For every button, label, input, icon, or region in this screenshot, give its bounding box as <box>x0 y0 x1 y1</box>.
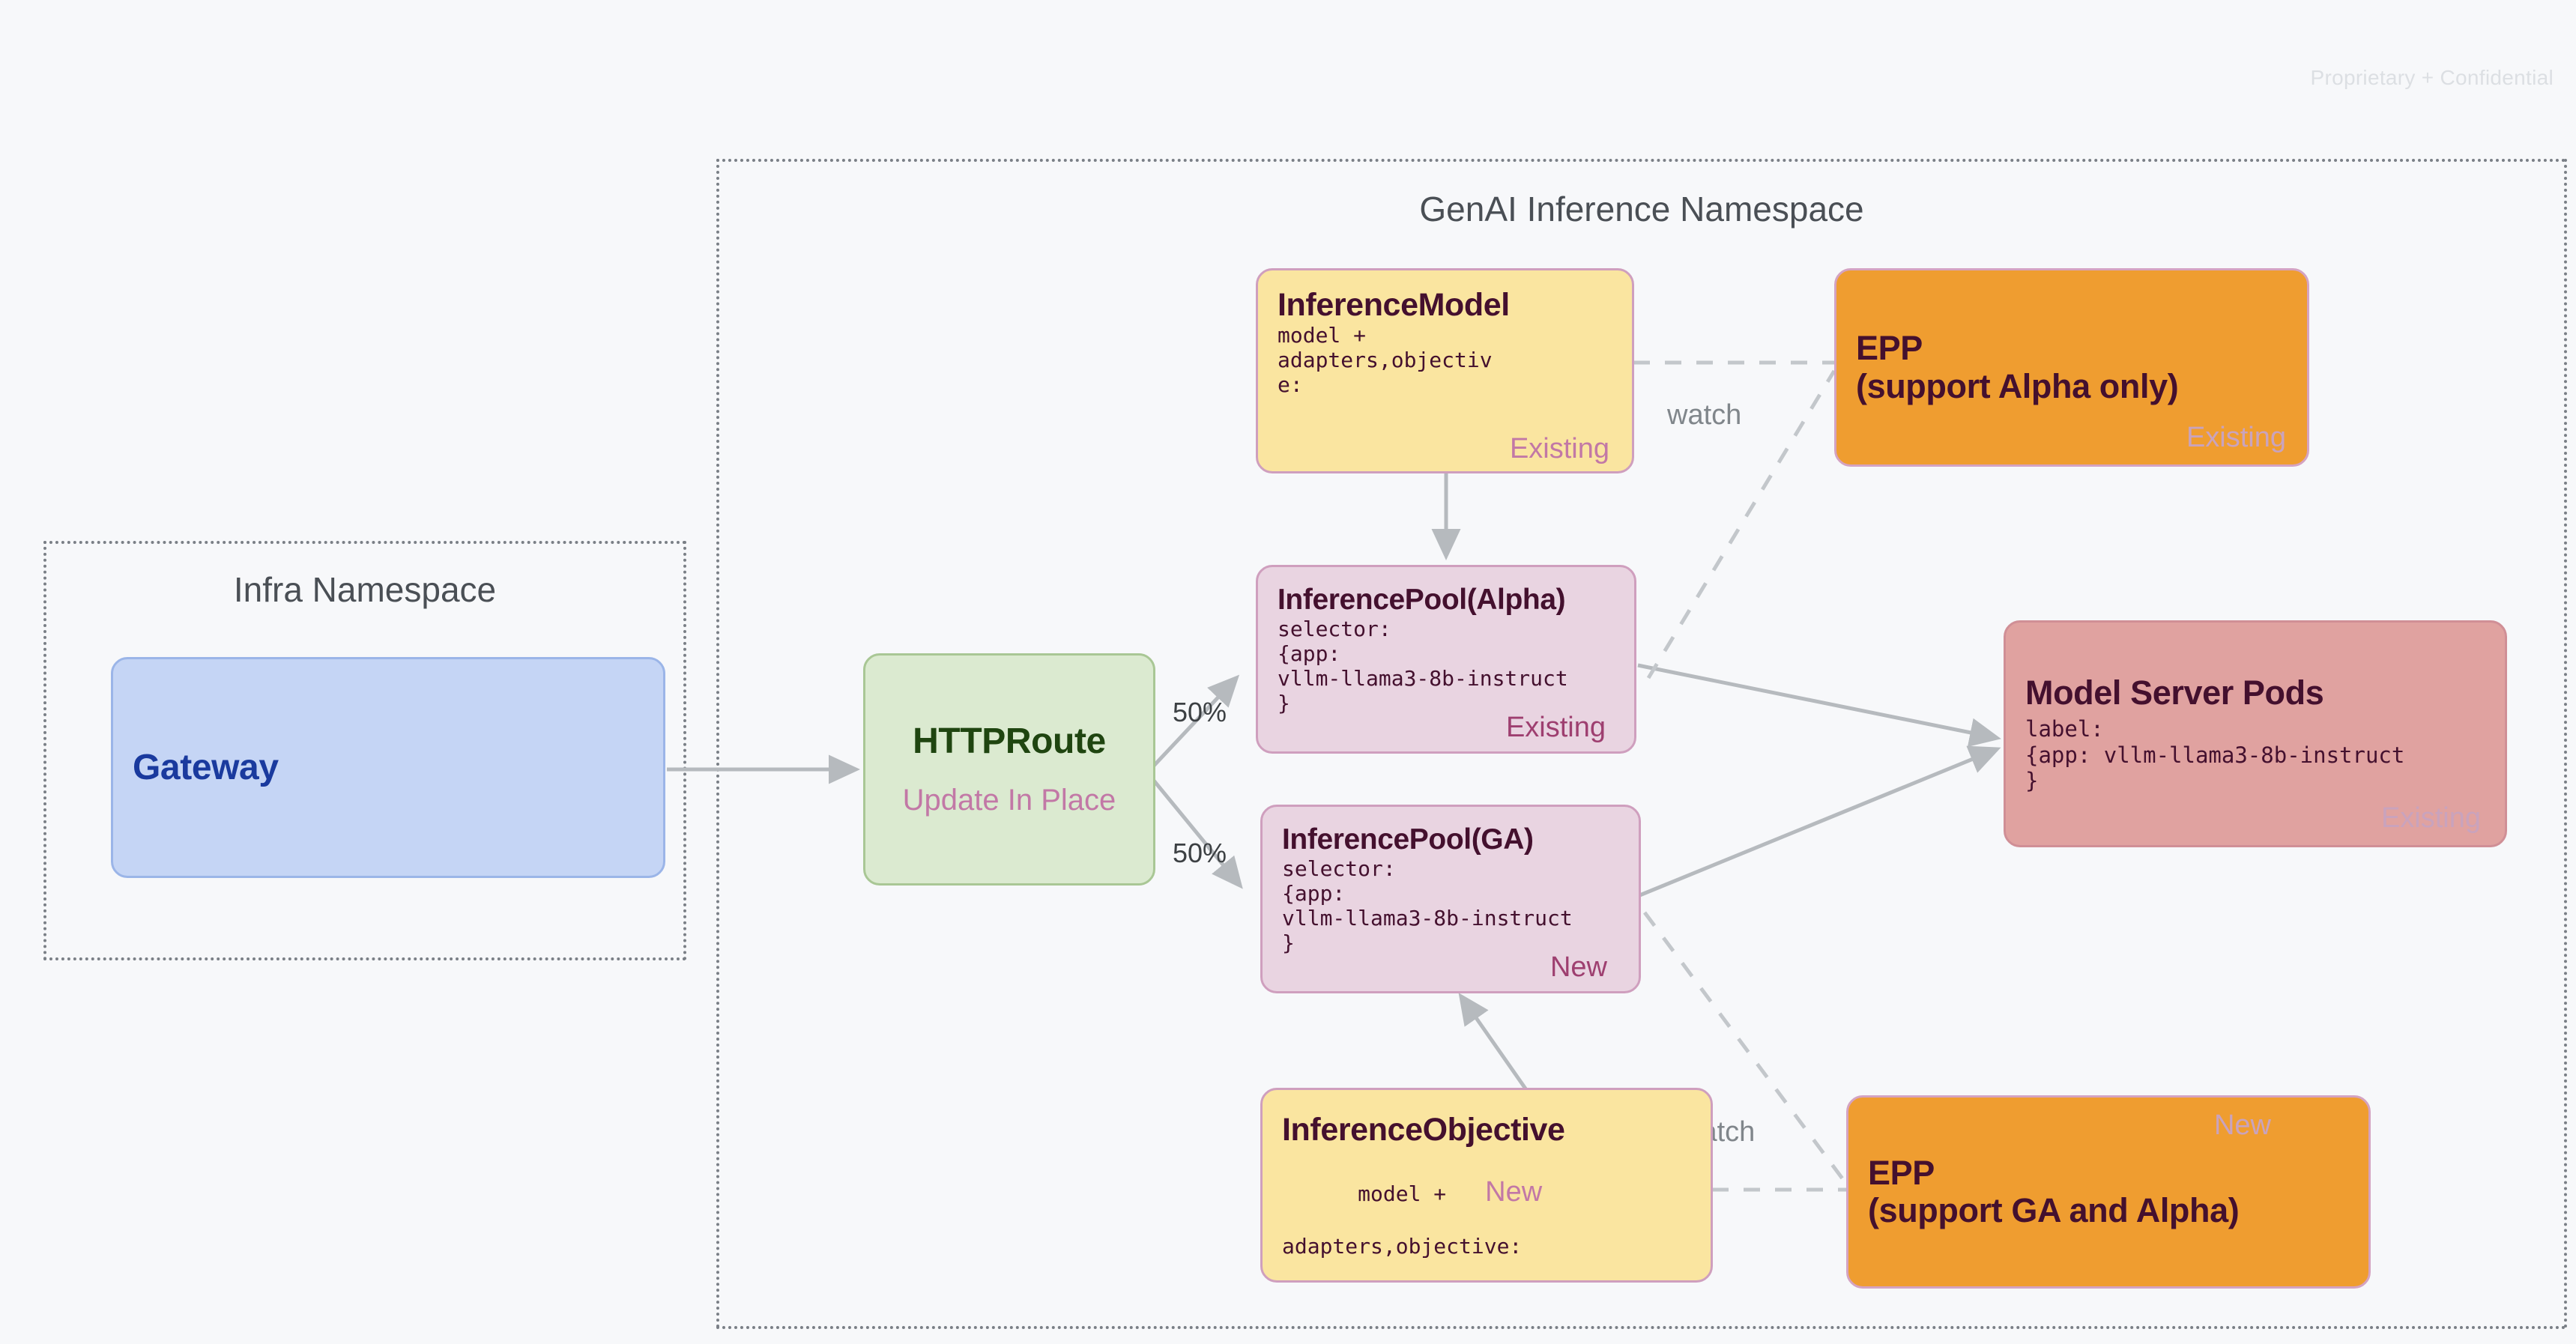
node-epp-alpha[interactable]: EPP (support Alpha only) Existing <box>1834 268 2309 467</box>
inference-pool-alpha-badge: Existing <box>1505 712 1606 743</box>
epp-alpha-badge: Existing <box>2186 422 2286 453</box>
epp-alpha-title-line2: (support Alpha only) <box>1856 366 2179 405</box>
infra-namespace-container <box>43 541 686 960</box>
inference-objective-badge: New <box>1485 1176 1543 1208</box>
node-gateway[interactable]: Gateway <box>111 657 665 878</box>
watch-label-top: watch <box>1667 399 1742 431</box>
httproute-title: HTTPRoute <box>913 721 1106 761</box>
epp-alpha-title-line1: EPP <box>1856 329 1923 368</box>
epp-ga-title-line2: (support GA and Alpha) <box>1868 1191 2240 1229</box>
inference-model-body: model + adapters,objectiv e: <box>1278 323 1493 398</box>
genai-namespace-title: GenAI Inference Namespace <box>1419 190 1864 228</box>
inference-pool-ga-body: selector: {app: vllm-llama3-8b-instruct … <box>1282 856 1573 955</box>
split-label-bottom: 50% <box>1173 838 1227 868</box>
split-label-top: 50% <box>1173 697 1227 727</box>
model-server-pods-body: label: {app: vllm-llama3-8b-instruct } <box>2025 716 2405 793</box>
infra-namespace-title: Infra Namespace <box>233 570 497 609</box>
inference-pool-alpha-title: InferencePool(Alpha) <box>1278 584 1566 616</box>
inference-objective-body-text1: model + <box>1358 1181 1447 1207</box>
genai-namespace-container <box>716 159 2567 1329</box>
inference-objective-title: InferenceObjective <box>1282 1111 1565 1148</box>
epp-ga-badge: New <box>2213 1110 2271 1141</box>
node-httproute[interactable]: HTTPRoute Update In Place <box>863 653 1155 886</box>
confidential-notice: Proprietary + Confidential <box>2310 66 2554 89</box>
node-epp-ga[interactable]: EPP (support GA and Alpha) New <box>1846 1095 2371 1289</box>
inference-pool-ga-title: InferencePool(GA) <box>1282 823 1534 856</box>
node-inference-pool-alpha[interactable]: InferencePool(Alpha) selector: {app: vll… <box>1256 565 1636 754</box>
gateway-title: Gateway <box>133 747 279 787</box>
model-server-pods-title: Model Server Pods <box>2025 673 2324 712</box>
inference-pool-ga-badge: New <box>1549 951 1607 983</box>
node-model-server-pods[interactable]: Model Server Pods label: {app: vllm-llam… <box>2004 620 2507 847</box>
inference-model-title: InferenceModel <box>1278 287 1510 323</box>
node-inference-model[interactable]: InferenceModel model + adapters,objectiv… <box>1256 268 1634 473</box>
inference-objective-body-line2: adapters,objective: <box>1282 1234 1523 1259</box>
node-inference-pool-ga[interactable]: InferencePool(GA) selector: {app: vllm-l… <box>1260 805 1641 993</box>
httproute-subtitle: Update In Place <box>902 784 1116 817</box>
node-inference-objective[interactable]: InferenceObjective model + New adapters,o… <box>1260 1088 1713 1283</box>
inference-objective-body-line1: model + New <box>1282 1151 1691 1234</box>
inference-pool-alpha-body: selector: {app: vllm-llama3-8b-instruct … <box>1278 616 1568 715</box>
inference-model-badge: Existing <box>1509 433 1609 464</box>
model-server-pods-badge: Existing <box>2380 802 2481 834</box>
epp-ga-title-line1: EPP <box>1868 1153 1935 1192</box>
